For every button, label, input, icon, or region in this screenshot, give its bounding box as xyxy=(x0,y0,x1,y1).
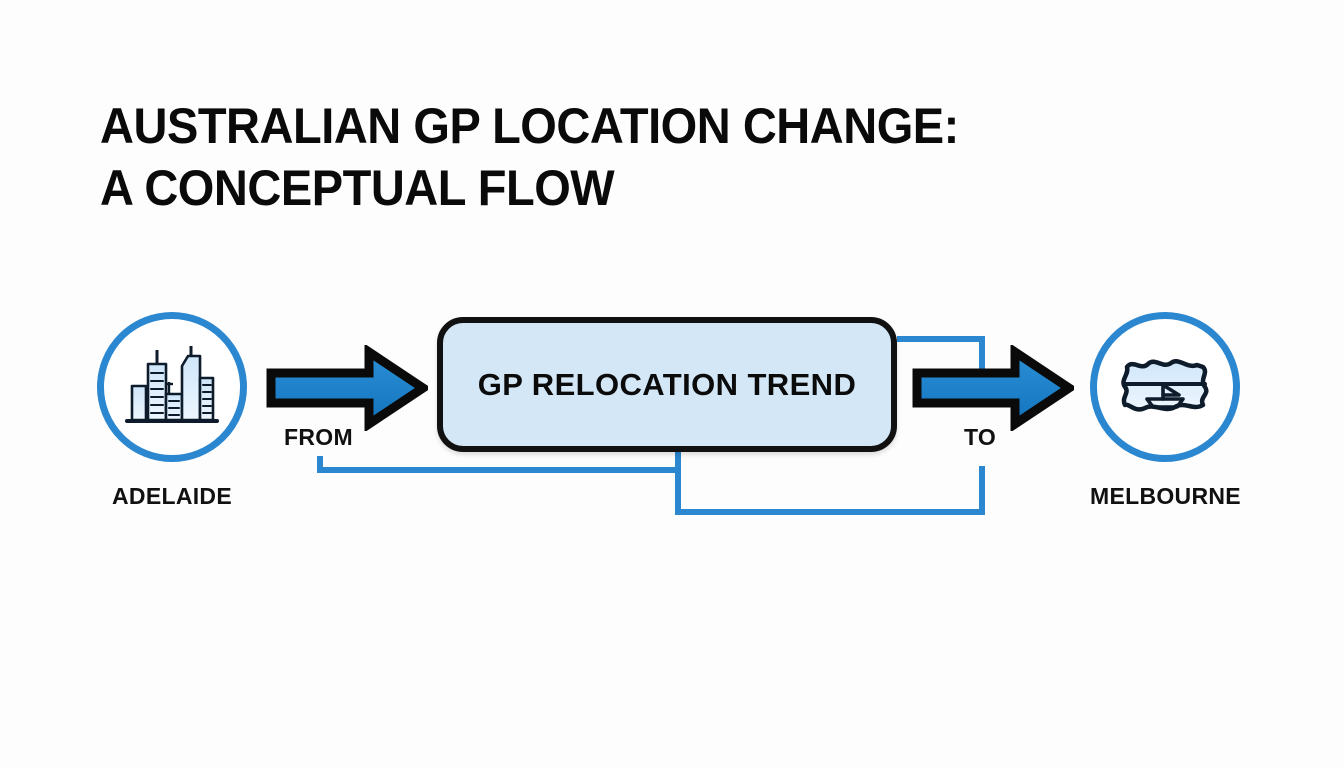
page-title: AUSTRALIAN GP LOCATION CHANGE: A CONCEPT… xyxy=(100,95,1100,219)
title-line-1: AUSTRALIAN GP LOCATION CHANGE: xyxy=(100,98,959,154)
city-label-melbourne: MELBOURNE xyxy=(1090,483,1241,509)
connector-lower-right xyxy=(675,452,985,515)
city-node-adelaide[interactable]: ADELAIDE xyxy=(97,312,247,510)
from-arrow-caption: FROM xyxy=(284,424,353,450)
adelaide-circle-frame xyxy=(97,312,247,462)
to-arrow-caption: TO xyxy=(964,424,997,450)
city-skyline-icon xyxy=(125,346,219,423)
melbourne-circle-frame xyxy=(1090,312,1240,462)
process-box-gp-relocation-trend[interactable]: GP RELOCATION TREND xyxy=(437,317,897,452)
to-arrow xyxy=(912,345,1074,431)
bay-boat-icon xyxy=(1121,359,1209,412)
process-box-label: GP RELOCATION TREND xyxy=(477,366,857,402)
from-arrow xyxy=(266,345,428,431)
title-line-2: A CONCEPTUAL FLOW xyxy=(100,160,615,216)
city-node-melbourne[interactable]: MELBOURNE xyxy=(1090,312,1241,510)
city-label-adelaide: ADELAIDE xyxy=(112,483,232,509)
connector-lower-left xyxy=(317,456,678,473)
